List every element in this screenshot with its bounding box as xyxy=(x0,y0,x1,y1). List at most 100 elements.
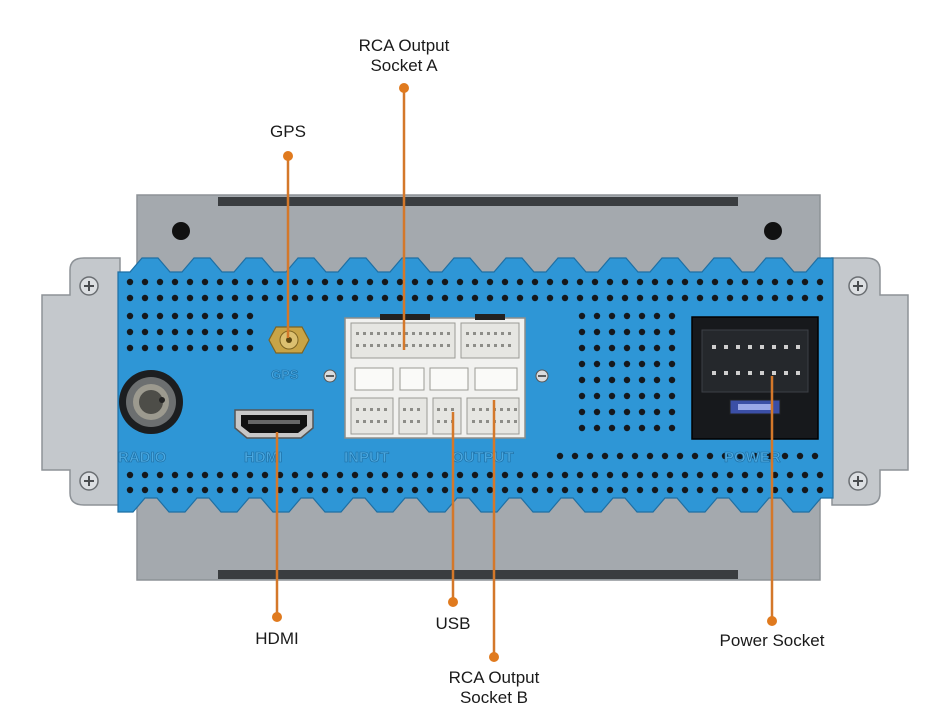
vent-hole xyxy=(606,486,614,494)
connector-pin xyxy=(500,408,503,411)
vent-hole xyxy=(216,328,224,336)
vent-hole xyxy=(141,278,149,286)
vent-hole xyxy=(651,471,659,479)
vent-hole xyxy=(396,294,404,302)
vent-hole xyxy=(141,486,149,494)
vent-hole xyxy=(638,312,646,320)
vent-hole xyxy=(631,452,639,460)
vent-hole xyxy=(661,452,669,460)
vent-hole xyxy=(608,424,616,432)
radio-antenna-jack-icon xyxy=(119,370,183,434)
vent-hole xyxy=(606,294,614,302)
power-socket-pin xyxy=(760,371,764,375)
chassis-bottom-dark-strip xyxy=(218,570,738,579)
vent-hole xyxy=(651,278,659,286)
vent-hole xyxy=(668,376,676,384)
vent-hole xyxy=(471,278,479,286)
vent-hole xyxy=(276,278,284,286)
vent-hole xyxy=(141,328,149,336)
vent-hole xyxy=(653,408,661,416)
vent-hole xyxy=(668,312,676,320)
vent-hole xyxy=(786,471,794,479)
vent-hole xyxy=(201,486,209,494)
vent-hole xyxy=(201,312,209,320)
vent-hole xyxy=(578,424,586,432)
connector-pin xyxy=(370,420,373,423)
power-socket-pin xyxy=(736,371,740,375)
vent-hole xyxy=(591,471,599,479)
vent-hole xyxy=(276,294,284,302)
vent-hole xyxy=(668,328,676,336)
vent-hole xyxy=(621,486,629,494)
power-socket-pin xyxy=(748,371,752,375)
connector-pin xyxy=(472,408,475,411)
vent-hole xyxy=(441,486,449,494)
vent-hole xyxy=(126,471,134,479)
vent-hole xyxy=(336,471,344,479)
vent-hole xyxy=(593,328,601,336)
vent-hole xyxy=(456,278,464,286)
vent-hole xyxy=(291,486,299,494)
connector-pin xyxy=(433,332,436,335)
vent-hole xyxy=(336,278,344,286)
vent-hole xyxy=(756,486,764,494)
vent-hole xyxy=(171,471,179,479)
vent-hole xyxy=(471,294,479,302)
connector-pin xyxy=(479,408,482,411)
vent-hole xyxy=(616,452,624,460)
connector-pin xyxy=(377,408,380,411)
vent-hole xyxy=(726,278,734,286)
callout-label-rca-b-line1: RCA Output xyxy=(448,668,540,687)
callout-label-rca-b-line2: Socket B xyxy=(459,688,529,707)
vent-hole xyxy=(711,294,719,302)
vent-hole xyxy=(306,278,314,286)
power-socket-pin xyxy=(772,371,776,375)
panel-label-radio: RADIO xyxy=(118,449,167,466)
vent-hole xyxy=(816,294,824,302)
connector-pin xyxy=(486,408,489,411)
connector-pin xyxy=(500,420,503,423)
vent-hole xyxy=(593,360,601,368)
connector-pin xyxy=(507,408,510,411)
vent-hole xyxy=(696,486,704,494)
vent-hole xyxy=(608,328,616,336)
vent-hole xyxy=(531,278,539,286)
vent-hole xyxy=(216,486,224,494)
vent-hole xyxy=(606,471,614,479)
vent-hole xyxy=(471,471,479,479)
vent-hole xyxy=(276,471,284,479)
vent-hole xyxy=(126,312,134,320)
power-socket-pin xyxy=(748,345,752,349)
vent-hole xyxy=(668,392,676,400)
panel-label-gps: GPS xyxy=(271,367,299,382)
connector-pin xyxy=(384,332,387,335)
vent-hole xyxy=(556,452,564,460)
chassis-hole-right xyxy=(764,222,782,240)
vent-hole xyxy=(411,486,419,494)
connector-pin xyxy=(514,408,517,411)
connector-pin xyxy=(356,332,359,335)
vent-hole xyxy=(561,294,569,302)
vent-hole xyxy=(646,452,654,460)
vent-hole xyxy=(216,471,224,479)
callout-label-usb-line1: USB xyxy=(435,614,471,633)
connector-pin xyxy=(444,420,447,423)
callout-dot-hdmi xyxy=(272,612,282,622)
vent-hole xyxy=(186,278,194,286)
vent-hole xyxy=(751,452,759,460)
connector-pin xyxy=(384,344,387,347)
vent-hole xyxy=(426,471,434,479)
vent-hole xyxy=(561,486,569,494)
callout-label-hdmi: HDMI xyxy=(237,629,317,649)
connector-pin xyxy=(426,344,429,347)
connector-pin xyxy=(384,420,387,423)
connector-pin xyxy=(370,408,373,411)
vent-hole xyxy=(336,294,344,302)
vent-hole xyxy=(623,312,631,320)
vent-hole xyxy=(801,486,809,494)
connector-pin xyxy=(501,344,504,347)
power-socket-pin xyxy=(796,371,800,375)
connector-pin xyxy=(466,344,469,347)
connector-pin xyxy=(433,344,436,347)
vent-hole xyxy=(638,424,646,432)
